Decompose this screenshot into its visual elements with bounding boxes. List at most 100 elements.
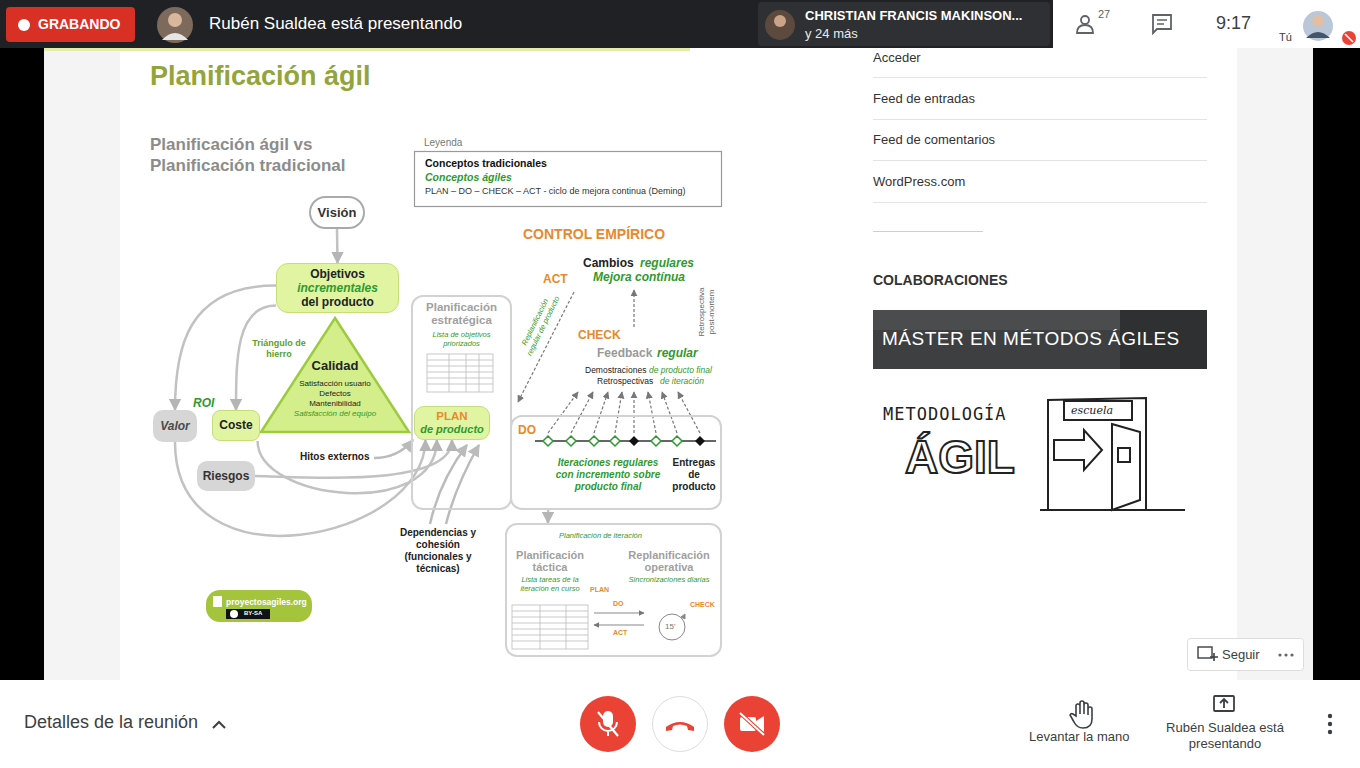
bottom-bar-part	[1070, 701, 1092, 728]
node-heading: Replanificación operativa	[620, 549, 718, 573]
feedback-arrows-part	[678, 392, 700, 433]
school-door-sketch-part	[1040, 509, 1185, 511]
retro-label: Retrospectivas	[597, 376, 653, 386]
slide-title: Planificación ágil	[150, 60, 371, 92]
top-bar-part	[1157, 20, 1167, 24]
top-bar-part	[18, 19, 30, 31]
node-subtext: Sincronizaciones diarias	[620, 575, 718, 584]
recording-badge-text: GRABANDO	[38, 16, 120, 33]
node-heading: Planificación de iteración	[559, 531, 642, 540]
bottom-bar-part	[739, 712, 765, 736]
task-table-part	[512, 605, 588, 649]
follow-button-text: Seguir	[1222, 647, 1260, 663]
node-heading: Planificación táctica	[507, 549, 593, 573]
legend-item: Conceptos ágiles	[425, 171, 512, 184]
follow-button-part	[1198, 647, 1212, 658]
top-bar-part	[1077, 25, 1093, 33]
follow-button-part	[1210, 653, 1218, 661]
sidebar-link: WordPress.com	[873, 174, 965, 190]
raise-hand-label: Levantar la mano	[1029, 729, 1129, 745]
top-bar-part	[1342, 31, 1356, 45]
pdca-step: PLAN	[590, 586, 609, 594]
node-subtext: Lista de objetivos priorizados	[416, 330, 507, 348]
participant-count: 27	[1098, 8, 1110, 21]
top-bar-part	[758, 2, 1050, 46]
act-label: ACT	[543, 272, 568, 286]
logo-badge-part	[226, 609, 270, 619]
top-bar-part	[1303, 11, 1333, 41]
top-bar-part	[157, 7, 193, 43]
demo-label-agile: de producto final	[649, 365, 712, 375]
node-item-agile: Satisfacción del equipo	[258, 409, 412, 419]
banner-text: MÁSTER EN MÉTODOS ÁGILES	[882, 328, 1180, 351]
top-bar-part	[162, 33, 188, 40]
sketch-title: METODOLOGÍA	[883, 404, 1007, 424]
self-label: Tú	[1279, 31, 1292, 44]
top-bar-part	[1081, 16, 1089, 24]
pdca-mini-cycle-part	[594, 613, 644, 614]
bottom-bar-part	[724, 696, 780, 752]
improvement-label: Mejora contínua	[593, 270, 685, 284]
pdca-mini-cycle	[594, 613, 685, 640]
node-text: Coste	[213, 418, 259, 433]
bottom-bar-part	[580, 696, 636, 752]
dependencies-label: Dependencias y cohesión (funcionales y t…	[398, 527, 478, 575]
sidebar-dividers-part	[873, 78, 1207, 203]
presenter-name: Rubén Sualdea está presentando	[209, 14, 462, 34]
value-box: Valor	[153, 410, 197, 442]
flow-arrow	[258, 440, 437, 493]
iteration-planning-box: Planificación de iteraciónPlanificación …	[505, 523, 722, 657]
tactical-planning-area: Planificación tácticaLista tareas de la …	[507, 549, 593, 593]
task-table-part	[512, 605, 588, 649]
node-text: Riesgos	[197, 469, 255, 484]
diagram-subtitle: Planificación ágil vs Planificación trad…	[150, 134, 375, 176]
logo-badge-part	[230, 610, 238, 618]
node-text: Valor	[153, 419, 197, 434]
retro-label-agile: de iteración	[660, 376, 704, 386]
legend-heading: Leyenda	[424, 137, 462, 149]
present-label: Rubén Sualdea está presentando	[1160, 720, 1290, 752]
sidebar-dividers	[873, 78, 1207, 232]
sidebar-link: Feed de comentarios	[873, 132, 995, 148]
sidebar-heading: COLABORACIONES	[873, 272, 1008, 289]
logo-badge-part	[206, 590, 312, 622]
flow-arrow	[255, 440, 452, 478]
logo-badge	[206, 590, 312, 622]
legend-box	[415, 152, 722, 207]
product-plan-box: PLANde producto	[414, 406, 490, 440]
follow-button-part	[1278, 653, 1281, 656]
node-text: Visión	[311, 205, 363, 221]
slide-background	[44, 48, 1313, 680]
top-bar-part	[0, 0, 1360, 48]
node-subtext: Lista tareas de la iteración en curso	[507, 575, 593, 593]
pdca-mini-cycle-part	[659, 614, 685, 640]
feedback-arrows-part	[648, 392, 656, 433]
follow-button-part	[1290, 653, 1293, 656]
iteration-timeline-part	[535, 440, 716, 442]
legend-box-part	[415, 152, 722, 207]
feedback-arrows-part	[633, 392, 634, 433]
banner-part	[873, 310, 1207, 369]
vision-box: Visión	[309, 196, 365, 229]
follow-button-part	[1284, 653, 1287, 656]
slide-background-part	[120, 48, 1237, 680]
change-label-agile: regulares	[640, 256, 694, 270]
strategic-planning-box: Planificación estratégicaLista de objeti…	[411, 295, 512, 510]
participant-name: CHRISTIAN FRANCIS MAKINSON...	[805, 8, 1022, 24]
bottom-bar-part	[1328, 714, 1332, 718]
top-bar-part	[6, 7, 135, 42]
pdca-step: ACT	[613, 629, 627, 637]
sidebar-dividers-part	[873, 231, 983, 232]
control-heading: CONTROL EMPÍRICO	[523, 226, 665, 243]
objectives-box: Objetivosincrementalesdel producto	[276, 263, 399, 313]
feedback-arrows-part	[662, 392, 677, 433]
priority-table	[427, 354, 493, 392]
bottom-bar-part	[666, 722, 694, 731]
school-door-sketch-part	[1118, 448, 1130, 462]
cost-box: Coste	[212, 410, 260, 441]
node-text-agile: Iteraciones regulares con incremento sob…	[552, 457, 664, 493]
iteration-timeline	[535, 436, 716, 446]
priority-table-part	[427, 354, 493, 392]
slide-background-part	[44, 48, 690, 51]
